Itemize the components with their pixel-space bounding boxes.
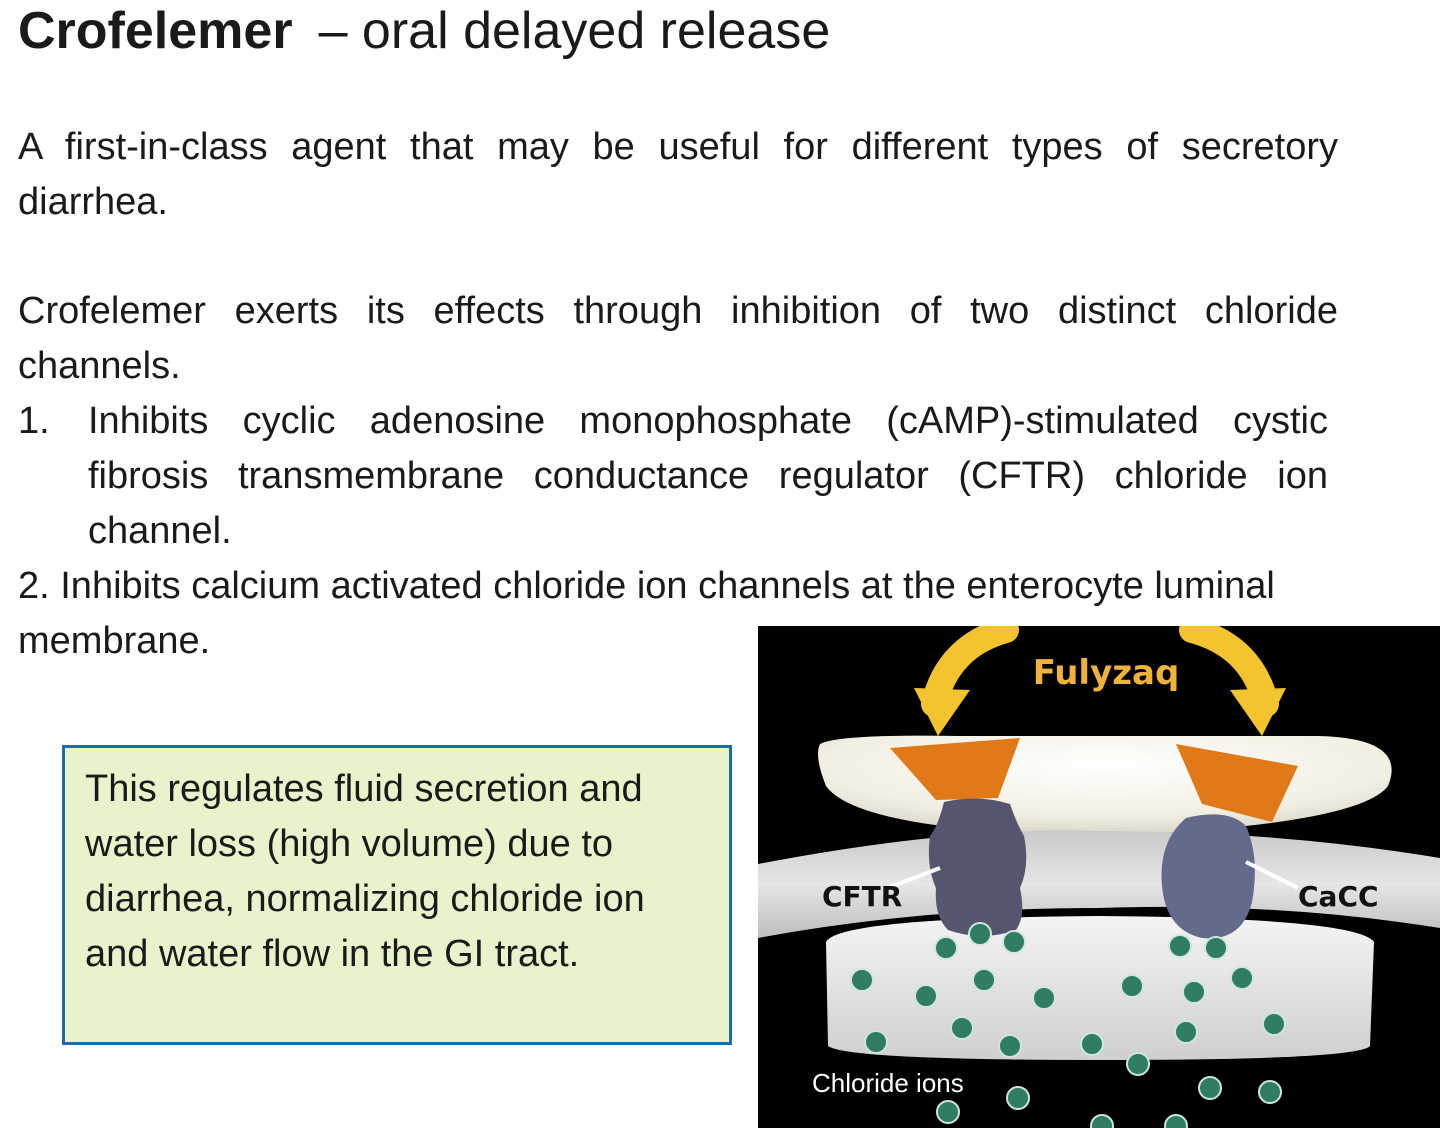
ion — [972, 968, 996, 992]
slide-title: Crofelemer – oral delayed release — [18, 0, 830, 62]
ion — [1080, 1032, 1104, 1056]
ion — [1002, 930, 1026, 954]
cacc-label: CaCC — [1298, 880, 1379, 913]
chloride-ions — [850, 922, 1286, 1128]
ion — [1168, 934, 1192, 958]
ion — [1120, 974, 1144, 998]
drug-label: Fulyzaq — [1033, 653, 1180, 693]
intro-paragraph: A first-in-class agent that may be usefu… — [18, 126, 1338, 223]
membrane-band — [758, 830, 1440, 938]
ion — [850, 968, 874, 992]
ion — [1230, 966, 1254, 990]
cftr-label: CFTR — [822, 880, 902, 913]
ion — [1204, 936, 1228, 960]
ion — [936, 1100, 960, 1124]
callout-box: This regulates fluid secretion and water… — [62, 745, 732, 1045]
ion — [1258, 1080, 1282, 1104]
list-item-2-text: 2. Inhibits calcium activated chloride i… — [18, 565, 1275, 662]
ion — [1198, 1076, 1222, 1100]
left-arrow-head — [914, 688, 970, 736]
ion — [968, 922, 992, 946]
mechanism-diagram: Fulyzaq CFTR CaCC — [758, 626, 1440, 1128]
ion — [864, 1030, 888, 1054]
cftr-channel — [928, 798, 1027, 936]
cftr-pointer — [887, 866, 941, 890]
ion — [934, 936, 958, 960]
ion — [1006, 1086, 1030, 1110]
ion — [950, 1016, 974, 1040]
ion — [1182, 980, 1206, 1004]
title-formulation: – oral delayed release — [318, 2, 831, 60]
right-arrow-head — [1230, 688, 1286, 736]
left-inhibitor-block — [890, 738, 1020, 800]
cacc-channel — [1161, 814, 1255, 939]
ion — [1262, 1012, 1286, 1036]
ion — [1032, 986, 1056, 1010]
cacc-pointer — [1245, 860, 1299, 890]
list-item-1-text: Inhibits cyclic adenosine monophosphate … — [88, 400, 1328, 552]
mechanism-figure: Fulyzaq CFTR CaCC — [758, 626, 1440, 1128]
ion — [998, 1034, 1022, 1058]
ion — [1090, 1114, 1114, 1128]
ion — [914, 984, 938, 1008]
ion — [1174, 1020, 1198, 1044]
ion — [1164, 1114, 1188, 1128]
title-drug-name: Crofelemer — [18, 2, 293, 60]
chloride-ions-label: Chloride ions — [812, 1068, 964, 1098]
ion — [1126, 1052, 1150, 1076]
mechanism-paragraph: Crofelemer exerts its effects through in… — [18, 290, 1338, 387]
list-item-1-number: 1. — [18, 400, 50, 442]
right-inhibitor-block — [1176, 744, 1298, 822]
